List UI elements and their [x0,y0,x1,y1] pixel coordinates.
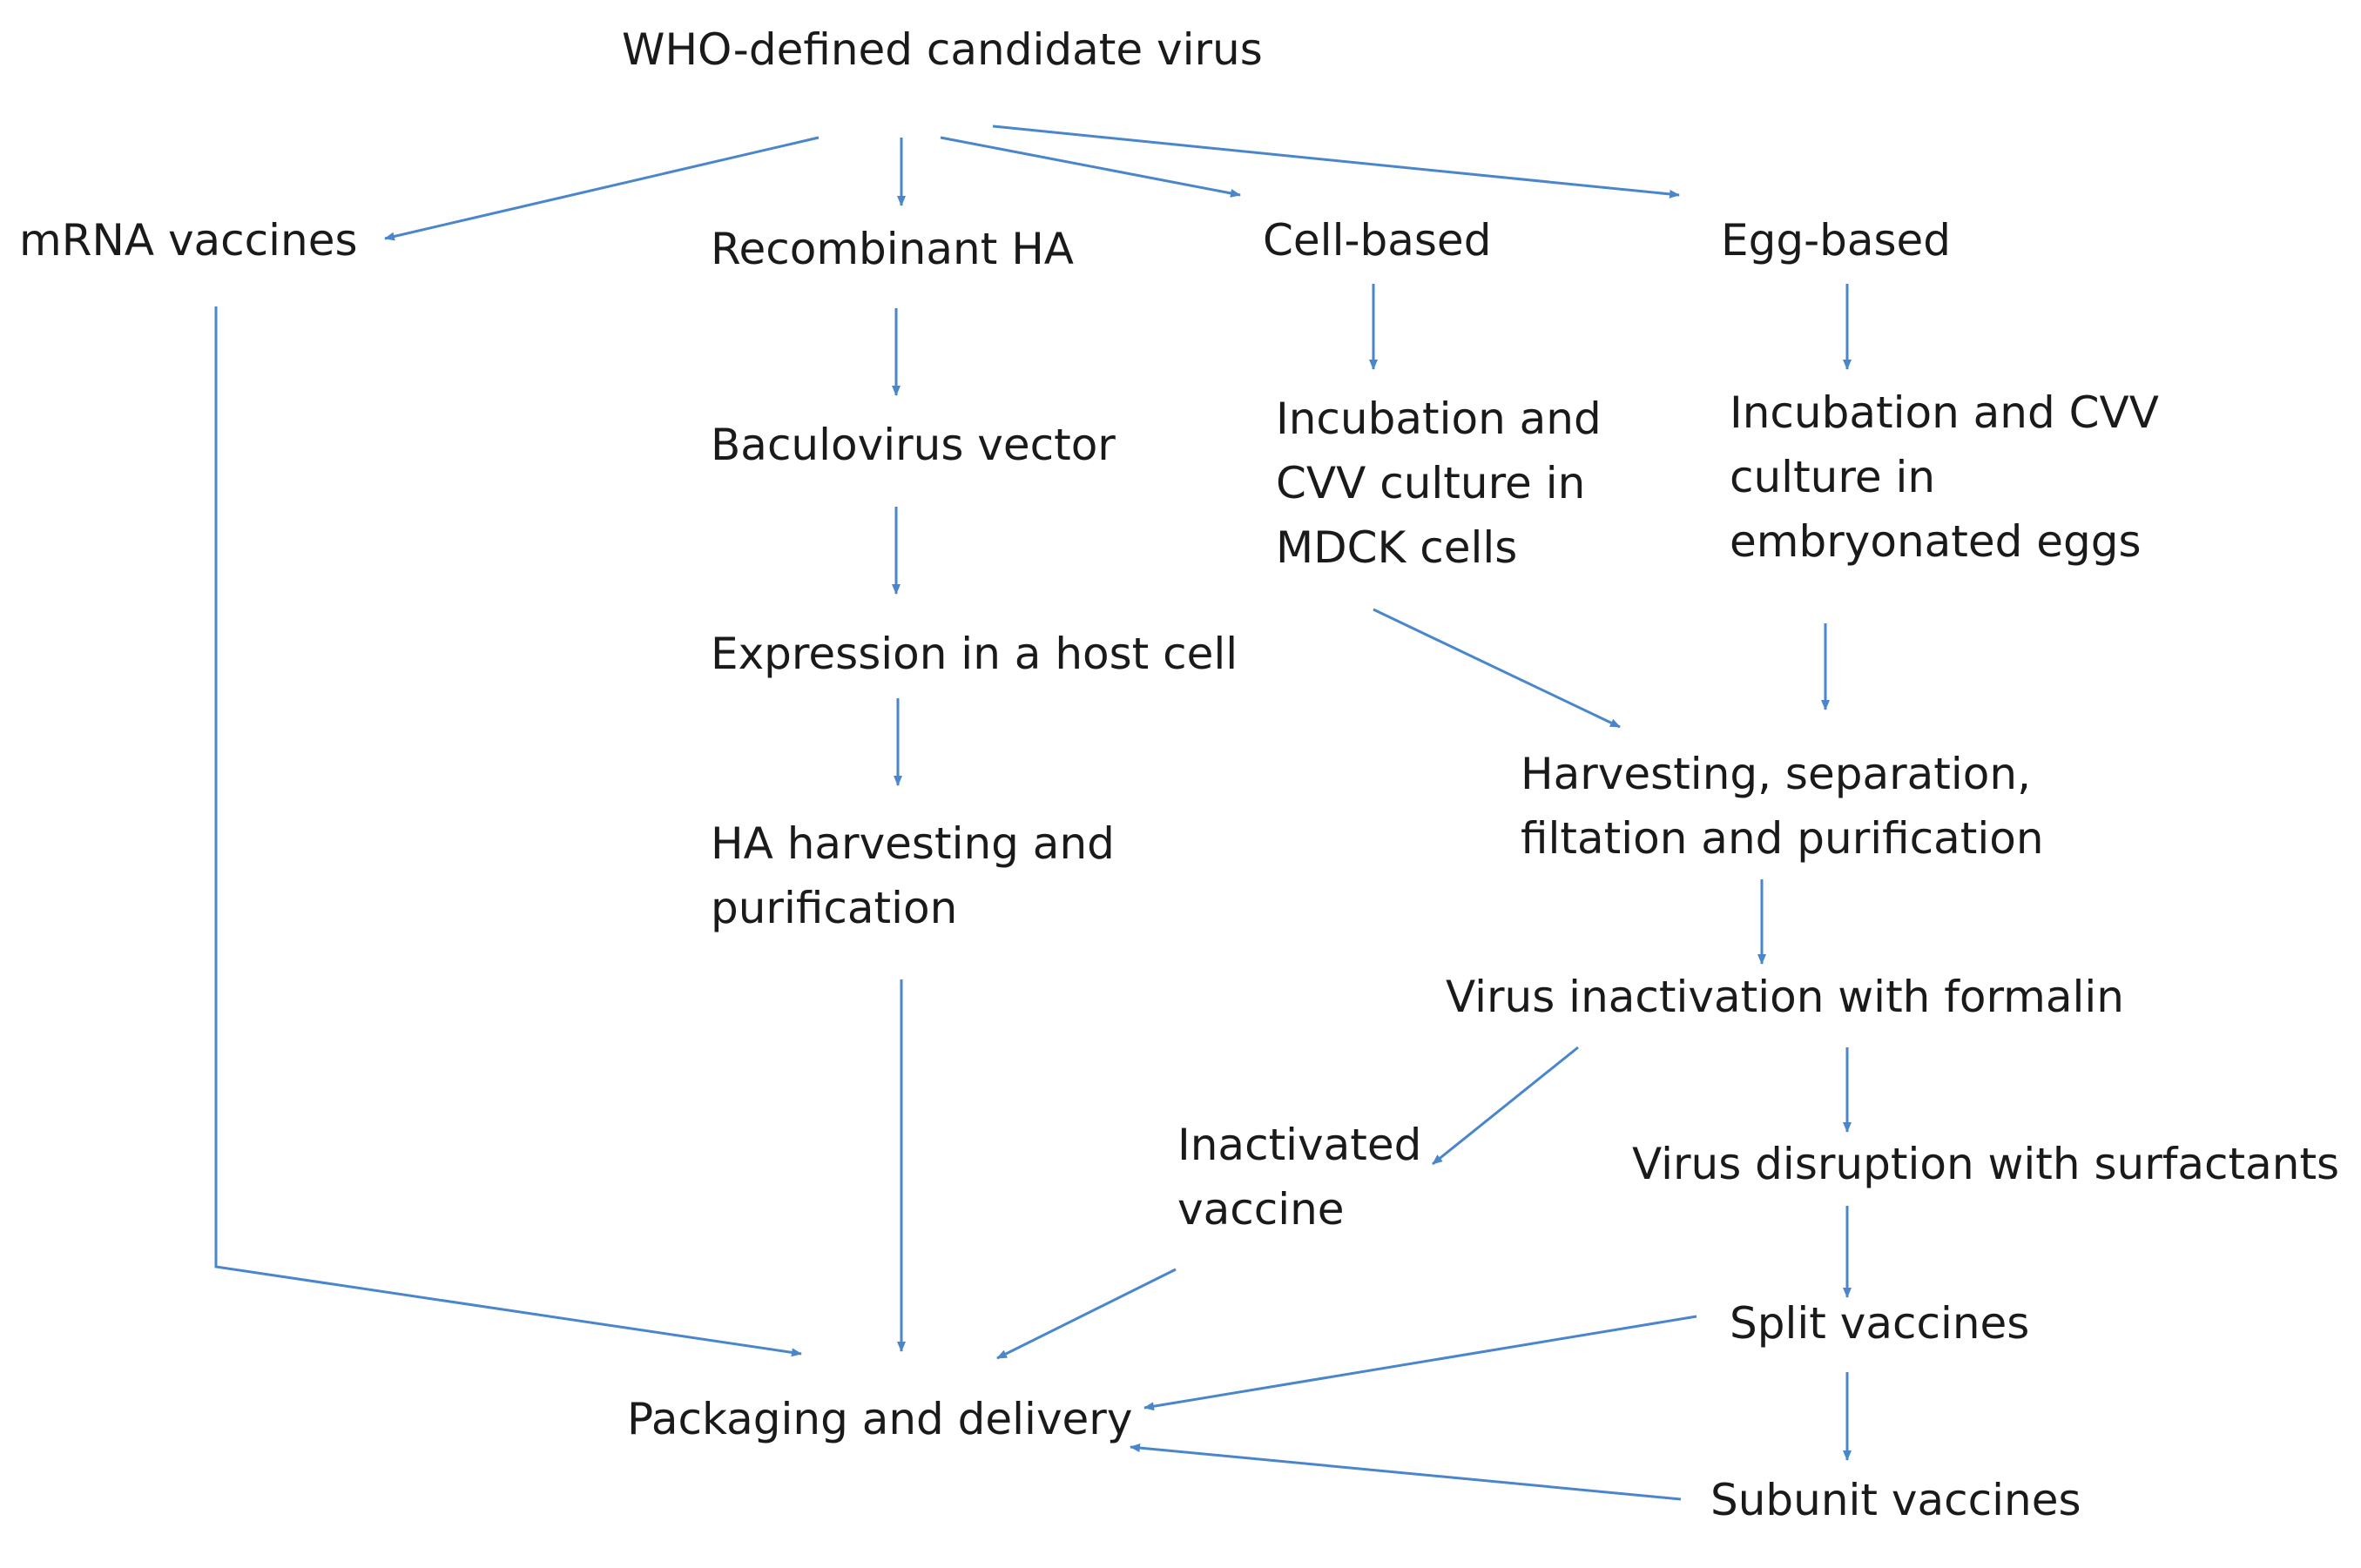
node-egg-based: Egg-based [1721,208,1951,273]
node-virus-inactivation: Virus inactivation with formalin [1446,965,2124,1029]
node-line: Virus disruption with surfactants [1632,1139,2340,1189]
node-incubation-mdck: Incubation and CVV culture in MDCK cells [1276,387,1602,580]
node-line: Split vaccines [1730,1298,2030,1349]
arrow-inactivated-to-packaging [996,1268,1177,1360]
node-line: Baculovirus vector [711,420,1116,470]
node-line: culture in [1730,452,1936,502]
node-split-vaccines: Split vaccines [1730,1291,2029,1356]
arrow-who-to-egg-based [992,124,1680,199]
node-line: Egg-based [1721,215,1952,266]
arrow-split-to-packaging [1143,1315,1697,1411]
node-cell-based: Cell-based [1263,208,1491,273]
node-line: Subunit vaccines [1710,1475,2081,1525]
node-line: Inactivated [1177,1120,1422,1170]
arrow-mrna-to-packaging [214,306,802,1357]
node-line: mRNA vaccines [19,215,358,266]
node-line: WHO-defined candidate virus [622,24,1263,75]
node-line: MDCK cells [1276,522,1518,573]
node-line: Incubation and CVV [1730,387,2159,438]
node-baculovirus-vector: Baculovirus vector [711,413,1116,477]
node-line: Harvesting, separation, [1521,749,2031,799]
node-line: Incubation and [1276,394,1602,444]
node-ha-harvesting: HA harvesting and purification [711,811,1115,940]
node-subunit-vaccines: Subunit vaccines [1710,1468,2081,1532]
node-line: filtation and purification [1521,813,2044,864]
arrow-who-to-cell-based [940,136,1241,198]
arrow-who-to-mrna [384,136,820,241]
arrow-inactivation-to-inactivated [1432,1046,1579,1166]
node-line: Virus inactivation with formalin [1446,972,2124,1022]
node-packaging-delivery: Packaging and delivery [627,1387,1132,1451]
node-line: Packaging and delivery [627,1394,1133,1444]
node-line: CVV culture in [1276,458,1586,508]
node-virus-disruption: Virus disruption with surfactants [1632,1132,2339,1196]
node-line: Cell-based [1263,215,1492,266]
node-recombinant-ha: Recombinant HA [711,217,1074,281]
node-inactivated-vaccine: Inactivated vaccine [1177,1113,1421,1242]
node-line: HA harvesting and [711,818,1115,869]
node-line: vaccine [1177,1184,1345,1235]
node-line: purification [711,883,958,933]
node-who-candidate-virus: WHO-defined candidate virus [622,17,1263,82]
node-line: embryonated eggs [1730,516,2142,567]
node-mrna-vaccines: mRNA vaccines [19,208,358,273]
node-line: Recombinant HA [711,224,1074,274]
node-line: Expression in a host cell [711,629,1238,679]
arrow-subunit-to-packaging [1130,1444,1682,1501]
node-incubation-eggs: Incubation and CVV culture in embryonate… [1730,380,2159,574]
node-harvesting-purification: Harvesting, separation, filtation and pu… [1521,742,2044,871]
node-expression-host-cell: Expression in a host cell [711,622,1238,686]
arrow-mdck-to-harvesting [1373,608,1621,729]
